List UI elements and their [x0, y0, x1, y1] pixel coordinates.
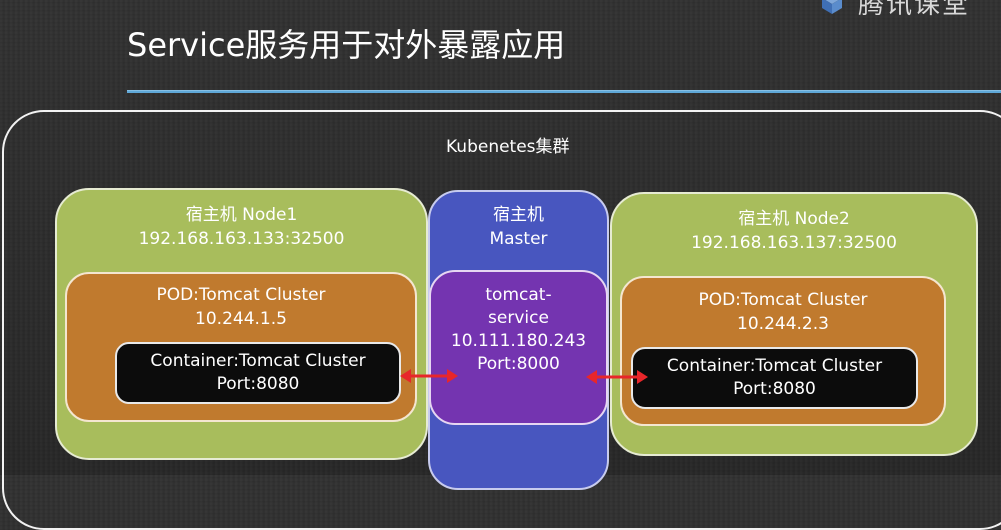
pod2-name: POD:Tomcat Cluster [698, 290, 868, 310]
pod2-ip: 10.244.2.3 [737, 314, 829, 334]
cube-logo-icon [822, 0, 842, 14]
cluster-label: Kubenetes集群 [446, 137, 570, 157]
container1-port: Port:8080 [216, 374, 300, 394]
service-ip: 10.111.180.243 [450, 331, 587, 351]
container1-box [115, 342, 401, 404]
node2-address: 192.168.163.137:32500 [691, 233, 897, 253]
service-port: Port:8000 [477, 354, 560, 374]
container2-box [631, 347, 918, 409]
brand-logo: 腾讯课堂 [820, 0, 1001, 20]
container1-name: Container:Tomcat Cluster [150, 351, 366, 371]
brand-logo-text: 腾讯课堂 [858, 0, 971, 20]
master-title-line2: Master [489, 229, 548, 249]
service-name-line2: service [488, 308, 549, 328]
service-name-line1: tomcat- [485, 285, 552, 305]
master-title-line1: 宿主机 [493, 205, 544, 225]
pod1-name: POD:Tomcat Cluster [156, 285, 326, 305]
container2-port: Port:8080 [733, 379, 816, 399]
tomcat-service-box [429, 270, 608, 425]
node2-title: 宿主机 Node2 [738, 209, 850, 229]
node1-address: 192.168.163.133:32500 [138, 229, 345, 249]
title-divider [127, 90, 1001, 93]
double-arrow-left-icon [400, 369, 458, 383]
double-arrow-right-icon [586, 370, 648, 384]
pod1-ip: 10.244.1.5 [195, 309, 287, 329]
container2-name: Container:Tomcat Cluster [666, 356, 883, 376]
node1-title: 宿主机 Node1 [185, 205, 298, 225]
page-title: Service服务用于对外暴露应用 [127, 26, 566, 64]
